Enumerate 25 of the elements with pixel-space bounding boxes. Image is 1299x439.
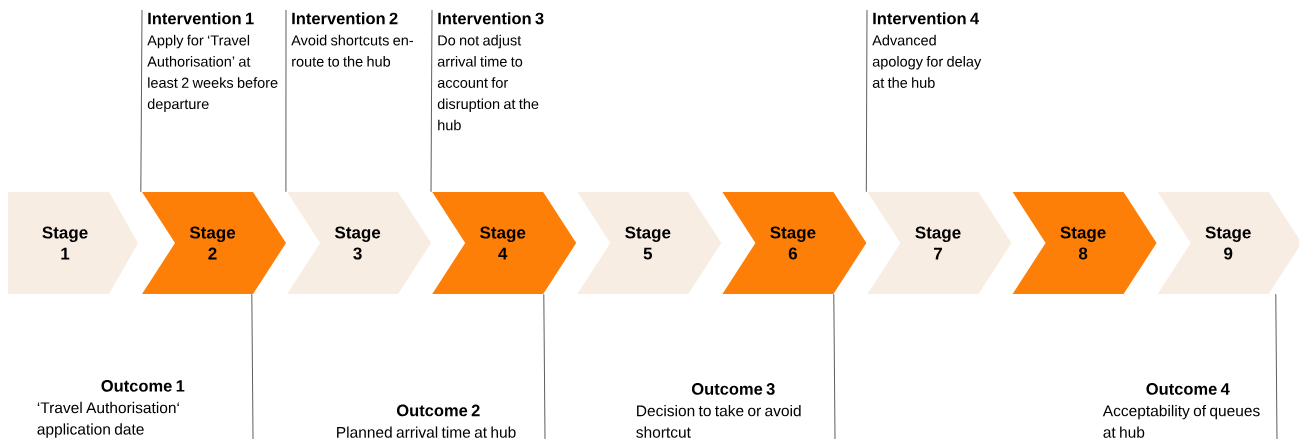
intervention-note: Intervention 2 Avoid shortcuts en-route to the hub: [291, 12, 413, 67]
chevron-step: Stage 7: [867, 192, 1012, 294]
leader-line: [833, 293, 836, 439]
chevron-step: Stage 5: [577, 192, 722, 294]
chevron-step: Stage 9: [1157, 192, 1299, 294]
chevron-step: Stage 8: [1012, 192, 1157, 294]
leader-line: [251, 293, 254, 439]
leader-line: [140, 9, 143, 193]
chevron-step: Stage 6: [722, 192, 867, 294]
leader-line: [543, 293, 546, 439]
outcome-note: Outcome 2 Planned arrival time at hub: [337, 404, 516, 438]
intervention-note: Intervention 3 Do not adjust arrival time to account for disruption at the hub: [437, 12, 544, 131]
outcome-note: Outcome 1 ‘Travel Authorisation‘ application date: [37, 380, 185, 438]
chevron-step: Stage 2: [142, 192, 286, 294]
chevron-step: Stage 1: [8, 192, 138, 294]
leader-line: [1275, 293, 1278, 439]
chevron-step: Stage 4: [432, 192, 577, 294]
leader-line: [865, 9, 868, 193]
outcome-note: Outcome 3 Decision to take or avoid shortcut: [636, 383, 801, 438]
intervention-note: Intervention 1 Apply for ‘Travel Authorisation’ at least 2 weeks before departure: [147, 12, 278, 112]
leader-line: [285, 9, 287, 193]
outcome-note: Outcome 4 Acceptability of queues at hub: [1102, 383, 1260, 438]
intervention-note: Intervention 4 Advanced apology for delay at the hub: [872, 12, 982, 88]
leader-line: [430, 9, 433, 193]
chevron-step: Stage 3: [287, 192, 432, 294]
